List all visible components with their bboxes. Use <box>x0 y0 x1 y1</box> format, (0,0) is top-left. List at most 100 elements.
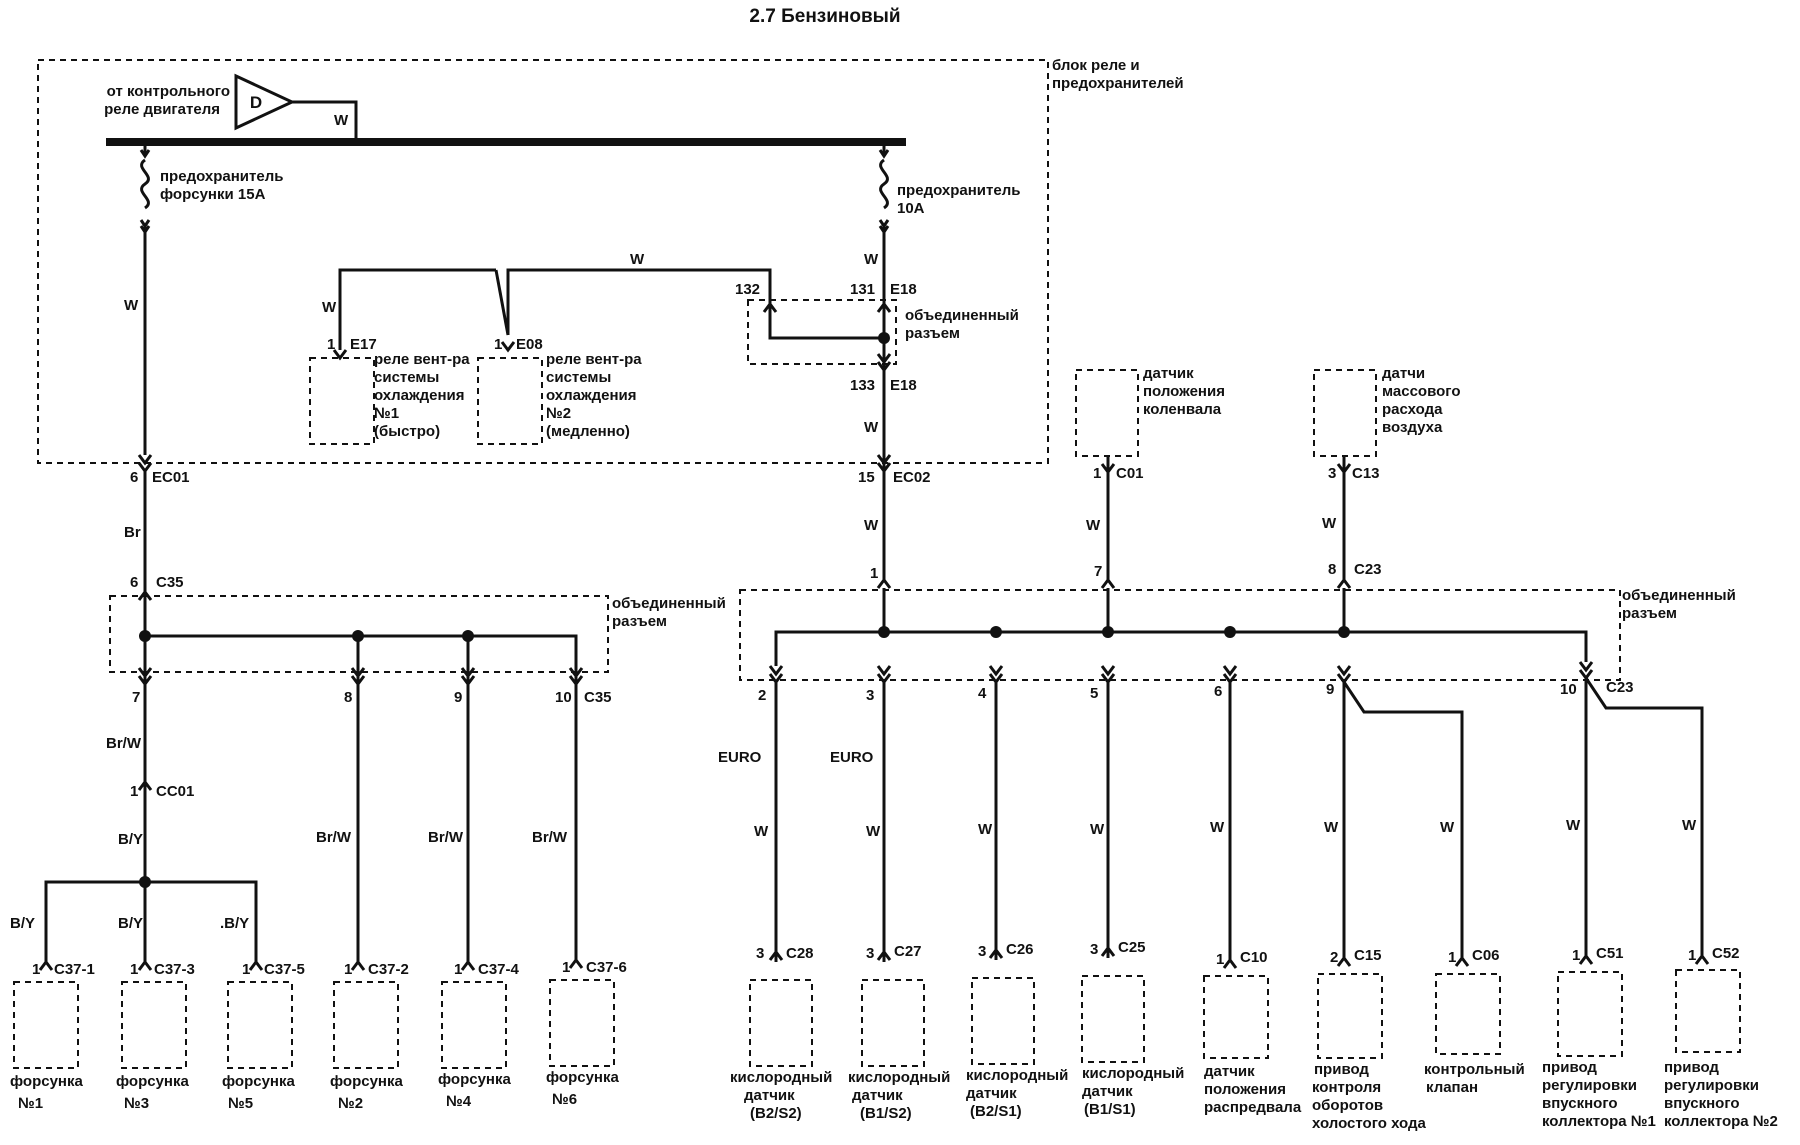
wire-label-c15: W <box>1324 819 1339 836</box>
injector-3-num: №3 <box>124 1095 149 1112</box>
relay-fuse-block: блок реле и предохранителей от контрольн… <box>37 57 1184 470</box>
c10-conn: C10 <box>1240 949 1268 966</box>
left-out-pin-8: 8 <box>344 689 352 706</box>
c15-text-2: контроля <box>1312 1079 1381 1096</box>
injector-5-pin: 1 <box>242 961 250 978</box>
injector-1-box <box>13 981 79 1069</box>
right-joint-bus <box>774 630 1588 666</box>
right-out-pin-10: 10 <box>1560 681 1577 698</box>
c23-in-pin-1: 1 <box>870 565 878 582</box>
c23-in-pin-7: 7 <box>1094 563 1102 580</box>
euro-label-c27: EURO <box>830 749 874 766</box>
left-wire-label-3: Br/W <box>428 829 464 846</box>
o2-sensor-b1s1: 3 C25 кислородный датчик (B1/S1) <box>1081 939 1184 1118</box>
source-symbol: D <box>250 93 262 112</box>
injector-4-box <box>441 981 507 1069</box>
injector-3-wire: B/Y <box>118 915 143 932</box>
c06-box <box>1435 973 1501 1055</box>
injector-6-pin: 1 <box>562 959 570 976</box>
fuse-10a-label-1: предохранитель <box>897 182 1020 199</box>
c10-text-1: датчик <box>1204 1063 1255 1080</box>
maf-pin: 3 <box>1328 465 1336 482</box>
c15-conn: C15 <box>1354 947 1382 964</box>
injector-4-conn: C37-4 <box>478 961 520 978</box>
ckp-text-2: положения <box>1143 383 1225 400</box>
relay2-text-1: реле вент-ра <box>546 351 642 368</box>
c28-text-3: (B2/S2) <box>750 1105 802 1122</box>
c28-box <box>749 979 813 1067</box>
c26-box <box>971 977 1035 1065</box>
wire-relay-cross <box>494 269 510 336</box>
wire-label-c27: W <box>866 823 881 840</box>
c35-in-conn: C35 <box>156 574 184 591</box>
c52-text-2: регулировки <box>1664 1077 1759 1094</box>
right-out-pin-3: 3 <box>866 687 874 704</box>
ckp-conn: C01 <box>1116 465 1144 482</box>
c27-text-3: (B1/S2) <box>860 1105 912 1122</box>
c51-text-3: впускного <box>1542 1095 1618 1112</box>
right-out-pin-9: 9 <box>1326 681 1334 698</box>
injector-5-name: форсунка <box>222 1073 296 1090</box>
c15-pin-icon <box>1336 955 1352 967</box>
injector-4-name: форсунка <box>438 1071 512 1088</box>
right-out-conn-c23: C23 <box>1606 679 1634 696</box>
maf-sensor-box <box>1313 369 1377 457</box>
injector-5-pin-icon <box>248 959 264 971</box>
ec01-connector-icon <box>137 454 153 474</box>
injector-1-wire: B/Y <box>10 915 35 932</box>
cc01-pin-icon <box>137 779 153 791</box>
relay1-text-2: системы <box>374 369 439 386</box>
c10-pin-icon <box>1222 957 1238 969</box>
c28-conn: C28 <box>786 945 814 962</box>
o2-sensor-b2s2: 3 C28 кислородный датчик (B2/S2) <box>730 945 832 1122</box>
c28-text-1: кислородный <box>730 1069 832 1086</box>
fuse-10a-label-2: 10A <box>897 200 925 217</box>
leg-c06 <box>1342 681 1464 958</box>
injector-branch: 6 EC01 Br 6 C35 объединенный разъем 7 8 … <box>10 454 726 1112</box>
injector-1-name: форсунка <box>10 1073 84 1090</box>
relay1-box <box>309 357 375 445</box>
left-wire-label-4: Br/W <box>532 829 568 846</box>
left-wire-label-1: Br/W <box>106 735 142 752</box>
ckp-pin: 1 <box>1093 465 1101 482</box>
ec02-pin: 15 <box>858 469 875 486</box>
c27-pin-icon <box>876 949 892 961</box>
c27-text-2: датчик <box>852 1087 903 1104</box>
injector-6-conn: C37-6 <box>586 959 627 976</box>
by-bus <box>44 880 258 962</box>
relay2-text-2: системы <box>546 369 611 386</box>
relay2-box <box>477 357 543 445</box>
right-out-pin-2: 2 <box>758 687 766 704</box>
joint-e18-out-icon <box>876 353 892 373</box>
wire-10a-feed-label: W <box>864 251 879 268</box>
euro-label-c28: EURO <box>718 749 762 766</box>
c25-text-3: (B1/S1) <box>1084 1101 1136 1118</box>
cc01-conn: CC01 <box>156 783 194 800</box>
maf-text-3: расхода <box>1382 401 1443 418</box>
injector-2-name: форсунка <box>330 1073 404 1090</box>
wire-relay-feed-label: W <box>630 251 645 268</box>
relay1-pin: 1 <box>327 336 335 353</box>
c27-conn: C27 <box>894 943 922 960</box>
sensor-branch: 15 EC02 W датчик положения коленвала 1 C… <box>718 365 1778 1132</box>
c51-pin-icon <box>1578 953 1594 965</box>
ec01-pin: 6 <box>130 469 138 486</box>
ec02-conn: EC02 <box>893 469 931 486</box>
cmp-sensor: 1 C10 датчик положения распредвала <box>1203 949 1302 1116</box>
o2-sensor-b1s2: 3 C27 кислородный датчик (B1/S2) <box>848 943 950 1122</box>
right-splice-3 <box>1102 626 1114 638</box>
ckp-text-1: датчик <box>1143 365 1194 382</box>
intake-actuator-1: 1 C51 привод регулировки впускного колле… <box>1542 945 1656 1130</box>
relay-block-label-2: предохранителей <box>1052 75 1184 92</box>
source-wire <box>292 100 358 140</box>
c27-text-1: кислородный <box>848 1069 950 1086</box>
relay1-text-3: охлаждения <box>374 387 465 404</box>
c35-in-pin-icon <box>137 589 153 601</box>
injector-4-pin: 1 <box>454 961 462 978</box>
wire-label-c26: W <box>978 821 993 838</box>
intake-actuator-2: 1 C52 привод регулировки впускного колле… <box>1664 945 1778 1130</box>
wire-e18-label: W <box>864 419 879 436</box>
idle-control-actuator: 2 C15 привод контроля оборотов холостого… <box>1312 947 1427 1132</box>
wire-br-label: Br <box>124 524 141 541</box>
injector-2-conn: C37-2 <box>368 961 409 978</box>
